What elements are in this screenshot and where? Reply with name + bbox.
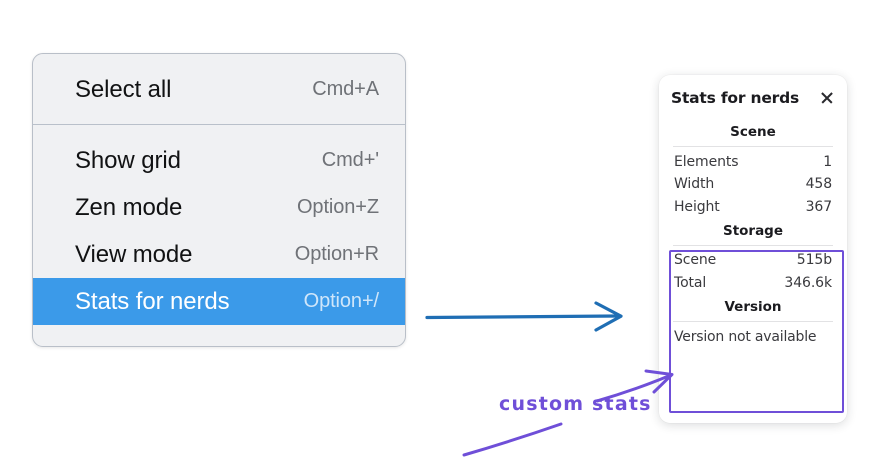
menu-item-select-all[interactable]: Select all Cmd+A [33,66,405,113]
stat-key: Height [674,199,720,216]
stat-key: Scene [674,252,717,269]
stat-key: Width [674,176,715,193]
menu-item-shortcut: Option+Z [296,196,379,218]
menu-item-stats-for-nerds[interactable]: Stats for nerds Option+/ [33,278,405,325]
purple-annotation-stroke-lower [462,422,563,457]
section-divider [673,146,833,147]
stat-row-elements: Elements 1 [671,151,835,174]
menu-item-shortcut: Option+R [294,243,379,265]
section-divider [673,244,833,246]
blue-pointer-arrow [425,301,623,332]
stat-row-width: Width 458 [671,174,835,197]
menu-group-selection: Select all Cmd+A [33,54,405,124]
menu-item-label: Zen mode [75,193,183,221]
menu-item-zen-mode[interactable]: Zen mode Option+Z [33,184,405,231]
panel-title: Stats for nerds [671,89,800,107]
custom-stats-annotation-label: custom stats [499,393,652,415]
stat-key: Total [674,275,707,292]
section-divider [673,320,833,322]
close-icon[interactable] [819,90,835,106]
stat-row-storage-scene: Scene 515b [671,250,835,273]
stat-value: 515b [796,252,832,269]
menu-item-label: View mode [75,240,193,268]
stats-for-nerds-panel: Stats for nerds Scene Elements 1 Width 4… [659,75,847,423]
stat-value: 367 [805,199,833,216]
stat-key: Elements [674,153,739,170]
menu-item-label: Stats for nerds [75,287,230,315]
version-value: Version not available [674,328,817,345]
menu-item-shortcut: Cmd+A [312,78,379,100]
section-storage: Storage Scene 515b Total 346.6k [671,220,835,296]
menu-item-label: Select all [75,75,172,103]
stat-value: 1 [823,153,832,170]
stat-row-storage-total: Total 346.6k [671,273,835,296]
section-heading: Scene [730,124,776,140]
panel-header: Stats for nerds [671,89,835,107]
stat-row-height: Height 367 [671,197,835,220]
stat-value: 458 [805,176,833,193]
canvas-context-menu[interactable]: Select all Cmd+A Show grid Cmd+' Zen mod… [32,53,406,347]
menu-group-view: Show grid Cmd+' Zen mode Option+Z View m… [33,125,405,338]
section-version: Version Version not available [671,296,835,348]
menu-separator [33,124,405,125]
menu-item-view-mode[interactable]: View mode Option+R [33,231,405,278]
menu-item-shortcut: Cmd+' [321,149,379,171]
section-heading: Storage [722,222,784,239]
menu-item-shortcut: Option+/ [303,290,379,312]
menu-item-label: Show grid [75,146,181,174]
menu-item-show-grid[interactable]: Show grid Cmd+' [33,137,405,184]
section-scene: Scene Elements 1 Width 458 Height 367 [671,121,835,220]
stat-value: 346.6k [784,275,832,292]
section-heading: Version [724,298,782,315]
